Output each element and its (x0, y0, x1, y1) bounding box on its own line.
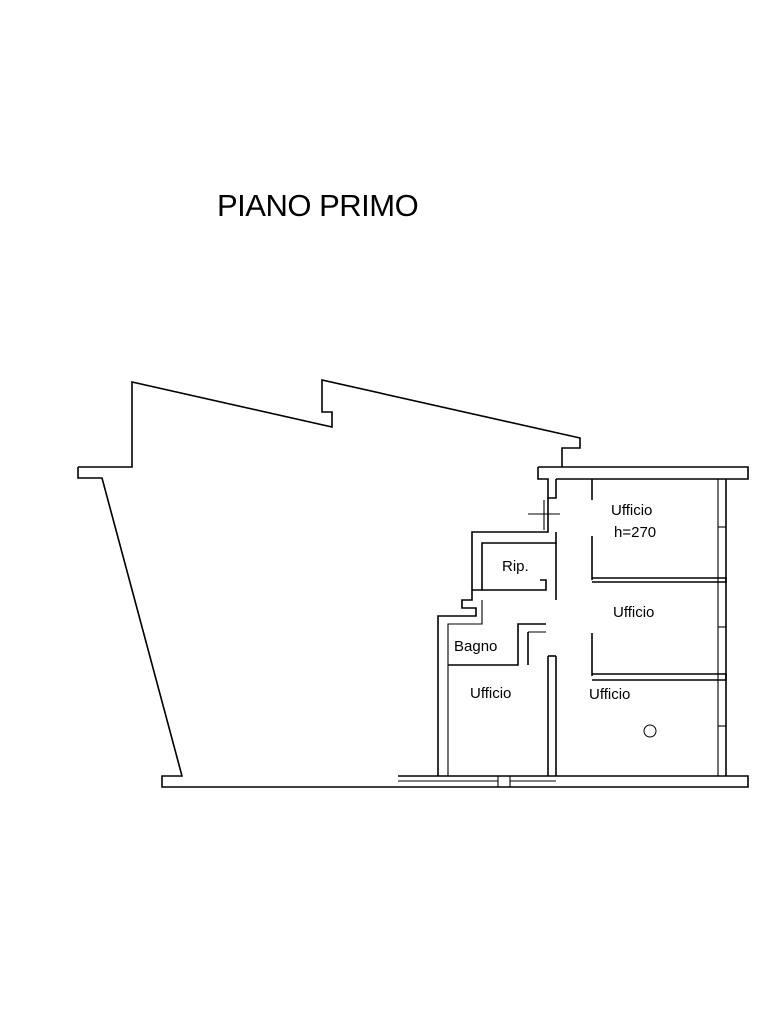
office-block (398, 466, 749, 788)
plan-title: PIANO PRIMO (217, 188, 419, 223)
label-bagno: Bagno (454, 638, 497, 655)
top-wall (538, 466, 749, 480)
stair-notch-inner (447, 600, 483, 776)
stair-notch (437, 590, 477, 776)
entry-wall (537, 467, 557, 499)
label-ufficio-bottom-right: Ufficio (589, 686, 630, 703)
label-height: h=270 (614, 524, 656, 541)
partition-2 (592, 673, 727, 681)
label-ufficio-top: Ufficio (611, 502, 652, 519)
partition-1 (592, 577, 727, 583)
rip-closet (482, 579, 547, 591)
corridor-wall-left (471, 498, 557, 591)
bagno-wall (448, 623, 546, 666)
column-circle (643, 724, 657, 738)
bottom-wall (398, 775, 749, 788)
slanted-facade (101, 477, 183, 777)
label-ufficio-bottom-left: Ufficio (470, 685, 511, 702)
left-inner-wall (78, 379, 581, 468)
label-ufficio-mid: Ufficio (613, 604, 654, 621)
label-rip: Rip. (502, 558, 529, 575)
outer-walls (77, 379, 581, 788)
roof-profile (77, 467, 398, 788)
